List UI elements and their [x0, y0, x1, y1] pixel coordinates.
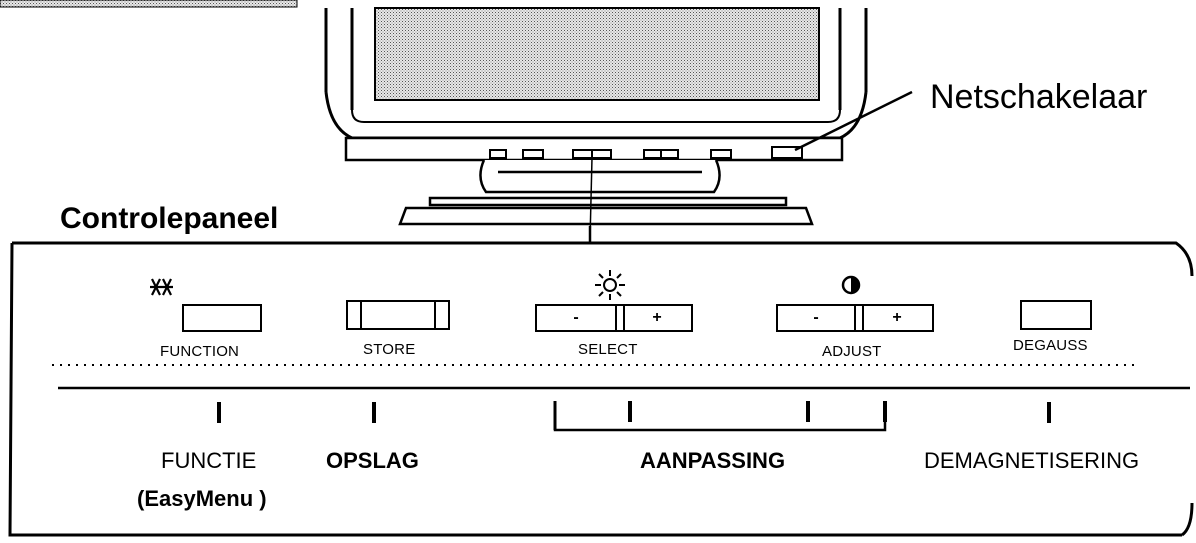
- control-panel-frame: [8, 241, 1194, 537]
- select-minus-label: -: [573, 309, 579, 326]
- functie-label: FUNCTIE: [161, 448, 257, 473]
- edge-fragment: [0, 0, 298, 8]
- monitor-stand: [398, 159, 814, 226]
- adjust-plus-label: +: [892, 309, 902, 326]
- aanpassing-bracket: [553, 401, 887, 432]
- store-button[interactable]: [346, 300, 450, 330]
- store-button-label: STORE: [363, 341, 416, 358]
- function-button[interactable]: [182, 304, 262, 332]
- aanpassing-label: AANPASSING: [640, 448, 786, 473]
- select-plus-label: +: [652, 309, 662, 326]
- select-rocker-label: SELECT: [578, 341, 638, 358]
- demagnetisering-label: DEMAGNETISERING: [924, 448, 1140, 473]
- bezel-buttons: [489, 146, 803, 159]
- degauss-button[interactable]: [1020, 300, 1092, 330]
- function-icon: [150, 278, 173, 296]
- functie-sublabel: (EasyMenu ): [137, 486, 267, 511]
- brightness-sun-icon: [595, 270, 625, 300]
- monitor-screen: [374, 7, 820, 101]
- opslag-label: OPSLAG: [326, 448, 419, 473]
- adjust-rocker-label: ADJUST: [822, 343, 882, 360]
- power-switch-label: Netschakelaar: [930, 78, 1148, 116]
- adjust-minus-label: -: [813, 309, 819, 326]
- degauss-button-label: DEGAUSS: [1013, 337, 1088, 354]
- function-button-label: FUNCTION: [160, 343, 240, 360]
- control-panel-title: Controlepaneel: [60, 202, 279, 235]
- legend-ticks: [217, 402, 1051, 423]
- select-plus-button[interactable]: +: [623, 306, 691, 330]
- adjust-minus-button[interactable]: -: [778, 306, 854, 330]
- select-minus-button[interactable]: -: [537, 306, 615, 330]
- power-switch-pointer: [794, 90, 913, 152]
- adjust-rocker[interactable]: - +: [776, 304, 934, 332]
- select-rocker[interactable]: - +: [535, 304, 693, 332]
- contrast-half-circle-icon: [841, 275, 861, 295]
- adjust-plus-button[interactable]: +: [862, 306, 932, 330]
